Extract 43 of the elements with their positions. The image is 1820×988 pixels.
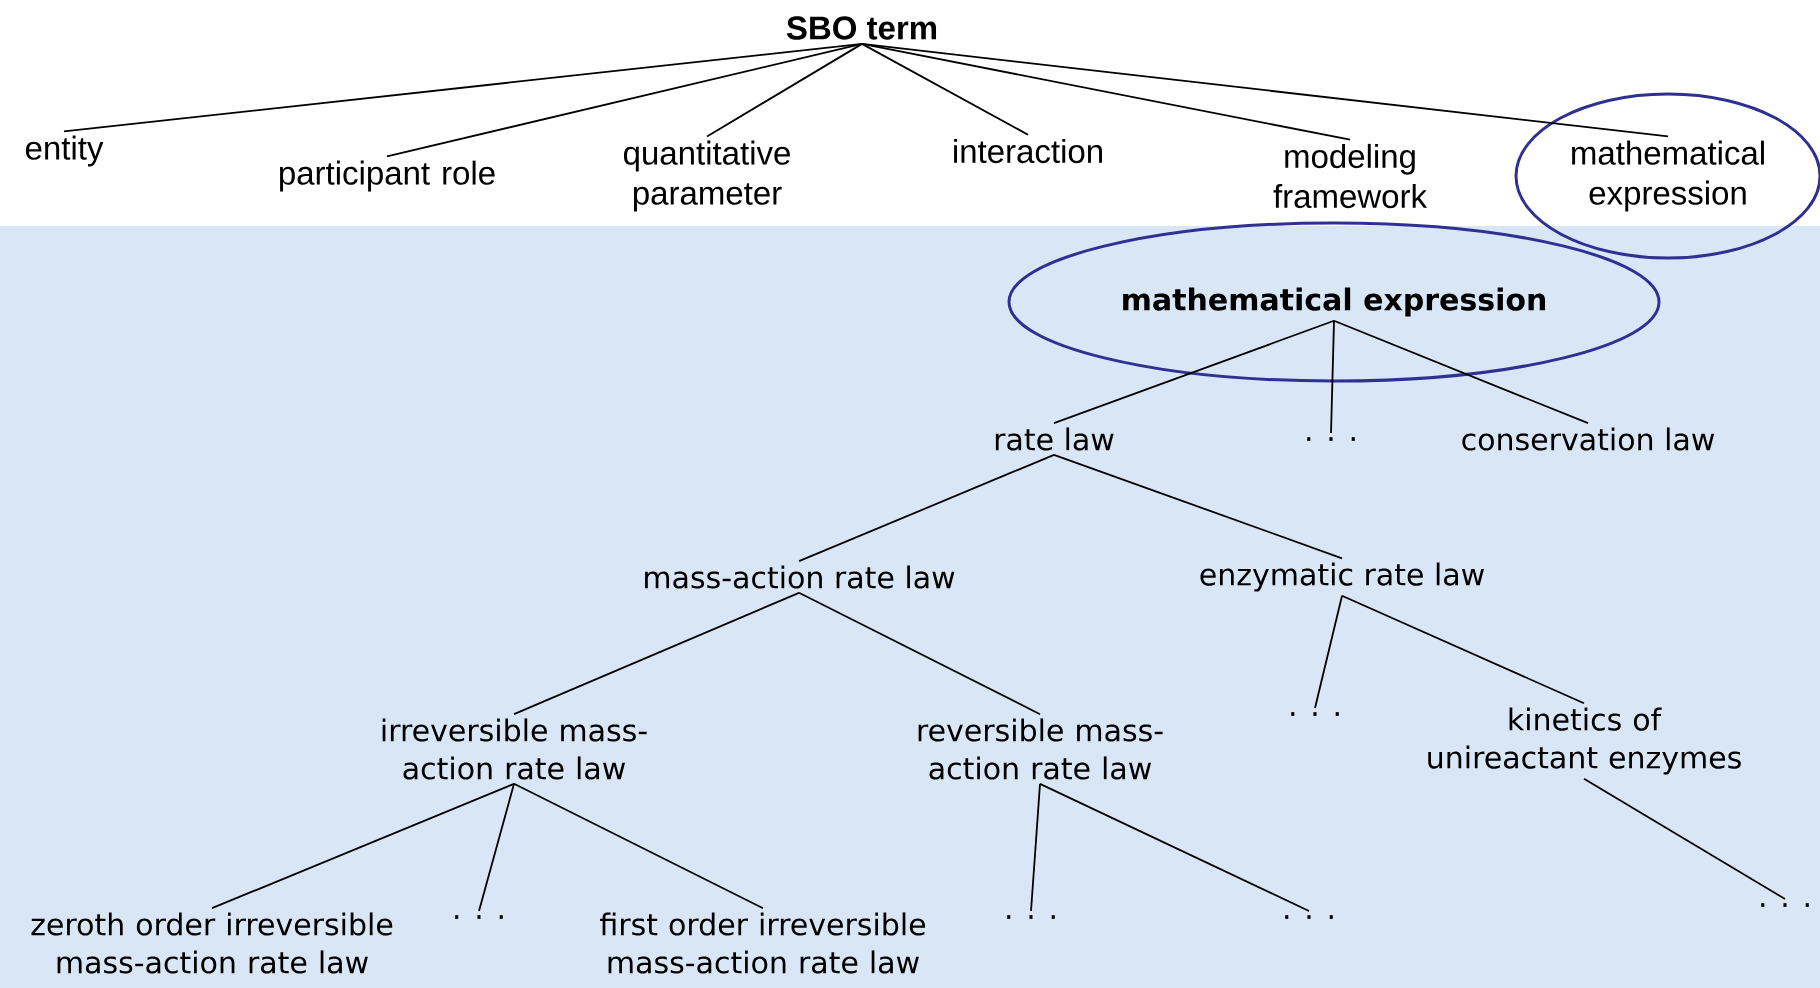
connector-line [798, 453, 1055, 563]
term-label: zeroth order irreversible mass-action rate law [31, 912, 393, 974]
connector-line [798, 591, 1041, 716]
term-label: mass-action rate law [645, 565, 955, 589]
connector-line [861, 43, 1669, 138]
connector-line [513, 591, 800, 716]
connector-line [1053, 319, 1335, 425]
term-label: first order irreversible mass-action rate law [600, 912, 926, 974]
term-label: enzymatic rate law [1200, 562, 1484, 592]
connector-line [478, 782, 515, 912]
term-label: kinetics of unireactant enzymes [1428, 707, 1741, 775]
connector-line [1030, 782, 1041, 912]
ellipsis: . . . [1007, 915, 1055, 919]
ellipsis: . . . [1291, 712, 1339, 716]
connector-line [63, 43, 863, 133]
connector-line [1053, 453, 1343, 560]
circled-term: mathematical expression [1514, 92, 1820, 260]
term-label: quantitative parameter [624, 140, 790, 212]
connector-line [1583, 777, 1786, 900]
term-label: rate law [995, 427, 1114, 451]
connector-line [861, 43, 1029, 136]
term-label: irreversible mass-action rate law [382, 718, 647, 780]
connector-line [211, 782, 515, 910]
connector-line [513, 782, 764, 910]
connector-line [706, 43, 863, 138]
ellipsis: . . . [1307, 437, 1355, 441]
ellipsis: . . . [1761, 903, 1809, 907]
term-label: reversible mass-action rate law [918, 718, 1163, 780]
ellipsis: . . . [1285, 915, 1333, 919]
circled-term: mathematical expression [1007, 221, 1661, 383]
connector-line [1330, 319, 1335, 434]
term-label: modeling framework [1273, 143, 1428, 209]
root-term: SBO term [786, 16, 936, 40]
connector-line [1341, 594, 1585, 705]
connector-line [1333, 319, 1589, 425]
connector-line [1314, 594, 1343, 709]
term-label: conservation law [1462, 427, 1715, 451]
connector-line [1039, 782, 1310, 912]
term-label: participant role [280, 160, 495, 192]
ellipsis: . . . [455, 915, 503, 919]
term-label: entity [25, 135, 104, 167]
connector-line [386, 43, 863, 158]
term-label: interaction [954, 138, 1102, 164]
